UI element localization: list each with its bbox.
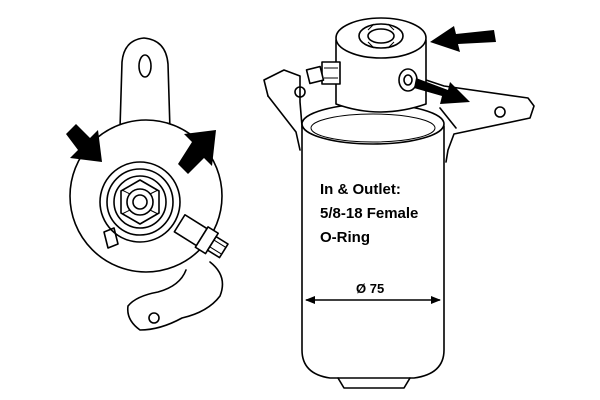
hex-nut — [120, 179, 160, 225]
callout-line-2: 5/8-18 Female — [320, 205, 419, 222]
head-top — [335, 17, 427, 59]
fitting-ring-inner — [113, 175, 167, 229]
lower-bracket — [126, 261, 224, 331]
lower-bracket-hole — [148, 312, 160, 324]
nut-bore-inner — [132, 194, 148, 210]
fitting-ring-outer — [99, 161, 181, 243]
side-view — [263, 17, 535, 389]
callout-line-3: O-Ring — [320, 229, 370, 246]
side-fitting — [173, 214, 229, 259]
arrow-in-icon — [66, 124, 102, 162]
top-view — [69, 37, 229, 331]
head-left-fitting — [305, 61, 341, 85]
callout-line-1: In & Outlet: — [320, 181, 401, 198]
arrow-out-icon — [414, 78, 470, 104]
fitting-ring-mid — [106, 168, 174, 236]
nut-bore-outer — [126, 188, 154, 216]
arrow-in-icon — [430, 26, 496, 52]
cylinder-body — [301, 125, 445, 379]
left-strap-hole — [294, 86, 306, 98]
arrow-out-icon — [178, 130, 216, 174]
right-strap-hole — [494, 106, 506, 118]
diameter-label: Ø 75 — [356, 281, 385, 296]
upper-tab-hole — [138, 54, 152, 78]
head-block — [335, 39, 427, 113]
upper-mounting-tab — [119, 37, 171, 131]
